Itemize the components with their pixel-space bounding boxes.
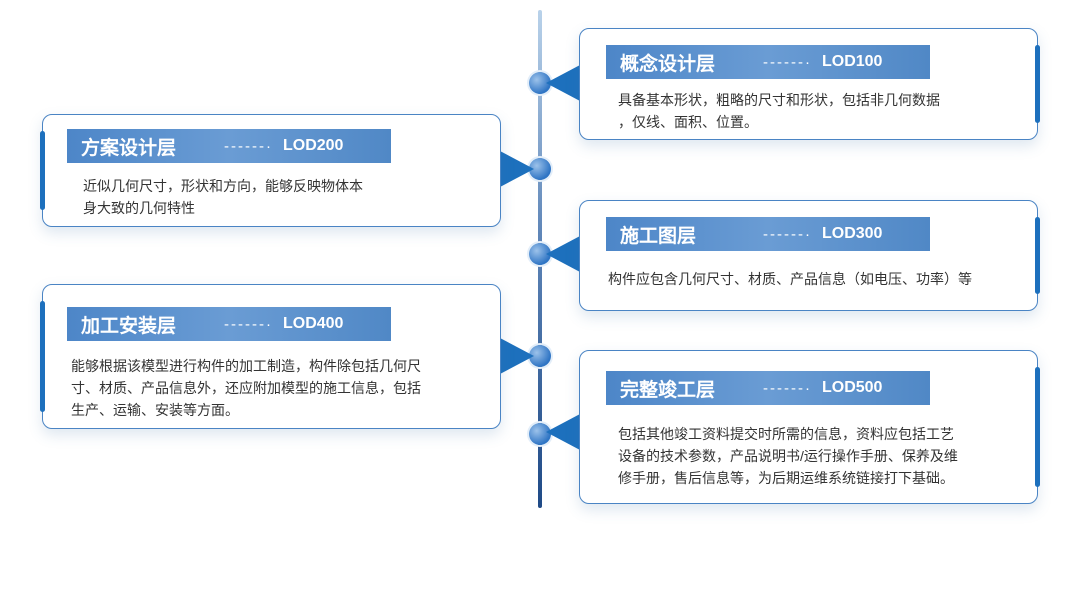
layer-card-lod100: 概念设计层 ------· LOD100 具备基本形状，粗略的尺寸和形状，包括非…: [579, 28, 1040, 140]
pointer-arrow-lod300: [546, 236, 580, 272]
description-line: 生产、运输、安装等方面。: [71, 402, 239, 418]
layer-header: 加工安装层 ------· LOD400: [67, 307, 391, 341]
layer-lod: LOD200: [282, 137, 344, 154]
layer-dashes: ------·: [763, 225, 812, 243]
description-line: 能够根据该模型进行构件的加工制造，构件除包括几何尺: [71, 358, 421, 374]
layer-card-lod200: 方案设计层 ------· LOD200 近似几何尺寸，形状和方向，能够反映物体…: [40, 114, 501, 227]
layer-lod: LOD300: [821, 225, 883, 242]
card-accent-bar: [1035, 367, 1040, 487]
layer-description: 构件应包含几何尺寸、材质、产品信息（如电压、功率）等: [608, 268, 972, 290]
layer-header: 施工图层 ------· LOD300: [606, 217, 930, 251]
timeline-node-lod400: [529, 345, 551, 367]
layer-dashes: ------·: [224, 315, 273, 333]
layer-description: 近似几何尺寸，形状和方向，能够反映物体本 身大致的几何特性: [83, 175, 363, 219]
layer-title: 方案设计层: [81, 137, 177, 159]
card-accent-bar: [40, 301, 45, 412]
layer-card-lod500: 完整竣工层 ------· LOD500 包括其他竣工资料提交时所需的信息，资料…: [579, 350, 1040, 504]
layer-card-lod300: 施工图层 ------· LOD300 构件应包含几何尺寸、材质、产品信息（如电…: [579, 200, 1040, 311]
layer-dashes: ------·: [224, 137, 273, 155]
layer-lod: LOD400: [282, 315, 344, 332]
layer-dashes: ------·: [763, 379, 812, 397]
description-line: 近似几何尺寸，形状和方向，能够反映物体本: [83, 178, 363, 194]
layer-dashes: ------·: [763, 53, 812, 71]
timeline-node-lod500: [529, 423, 551, 445]
description-line: 包括其他竣工资料提交时所需的信息，资料应包括工艺: [618, 426, 954, 442]
description-line: 修手册，售后信息等，为后期运维系统链接打下基础。: [618, 470, 954, 486]
layer-lod: LOD500: [821, 379, 883, 396]
layer-title: 完整竣工层: [620, 379, 716, 401]
pointer-arrow-lod100: [546, 65, 580, 101]
card-accent-bar: [1035, 45, 1040, 123]
layer-title: 加工安装层: [81, 315, 177, 337]
layer-description: 能够根据该模型进行构件的加工制造，构件除包括几何尺 寸、材质、产品信息外，还应附…: [71, 355, 421, 421]
layer-title: 概念设计层: [620, 53, 716, 75]
description-line: 构件应包含几何尺寸、材质、产品信息（如电压、功率）等: [608, 271, 972, 287]
pointer-arrow-lod500: [546, 414, 580, 450]
timeline-node-lod100: [529, 72, 551, 94]
pointer-arrow-lod400: [500, 338, 534, 374]
layer-header: 完整竣工层 ------· LOD500: [606, 371, 930, 405]
layer-description: 包括其他竣工资料提交时所需的信息，资料应包括工艺 设备的技术参数，产品说明书/运…: [618, 423, 958, 489]
layer-card-lod400: 加工安装层 ------· LOD400 能够根据该模型进行构件的加工制造，构件…: [40, 284, 501, 429]
timeline-node-lod200: [529, 158, 551, 180]
description-line: ，仅线、面积、位置。: [618, 114, 758, 130]
timeline-node-lod300: [529, 243, 551, 265]
description-line: 身大致的几何特性: [83, 200, 195, 216]
layer-header: 概念设计层 ------· LOD100: [606, 45, 930, 79]
card-accent-bar: [1035, 217, 1040, 294]
layer-title: 施工图层: [620, 225, 697, 247]
description-line: 寸、材质、产品信息外，还应附加模型的施工信息，包括: [71, 380, 421, 396]
pointer-arrow-lod200: [500, 151, 534, 187]
description-line: 设备的技术参数，产品说明书/运行操作手册、保养及维: [618, 448, 958, 464]
layer-description: 具备基本形状，粗略的尺寸和形状，包括非几何数据 ，仅线、面积、位置。: [618, 89, 940, 133]
description-line: 具备基本形状，粗略的尺寸和形状，包括非几何数据: [618, 92, 940, 108]
layer-header: 方案设计层 ------· LOD200: [67, 129, 391, 163]
card-accent-bar: [40, 131, 45, 210]
layer-lod: LOD100: [821, 53, 883, 70]
